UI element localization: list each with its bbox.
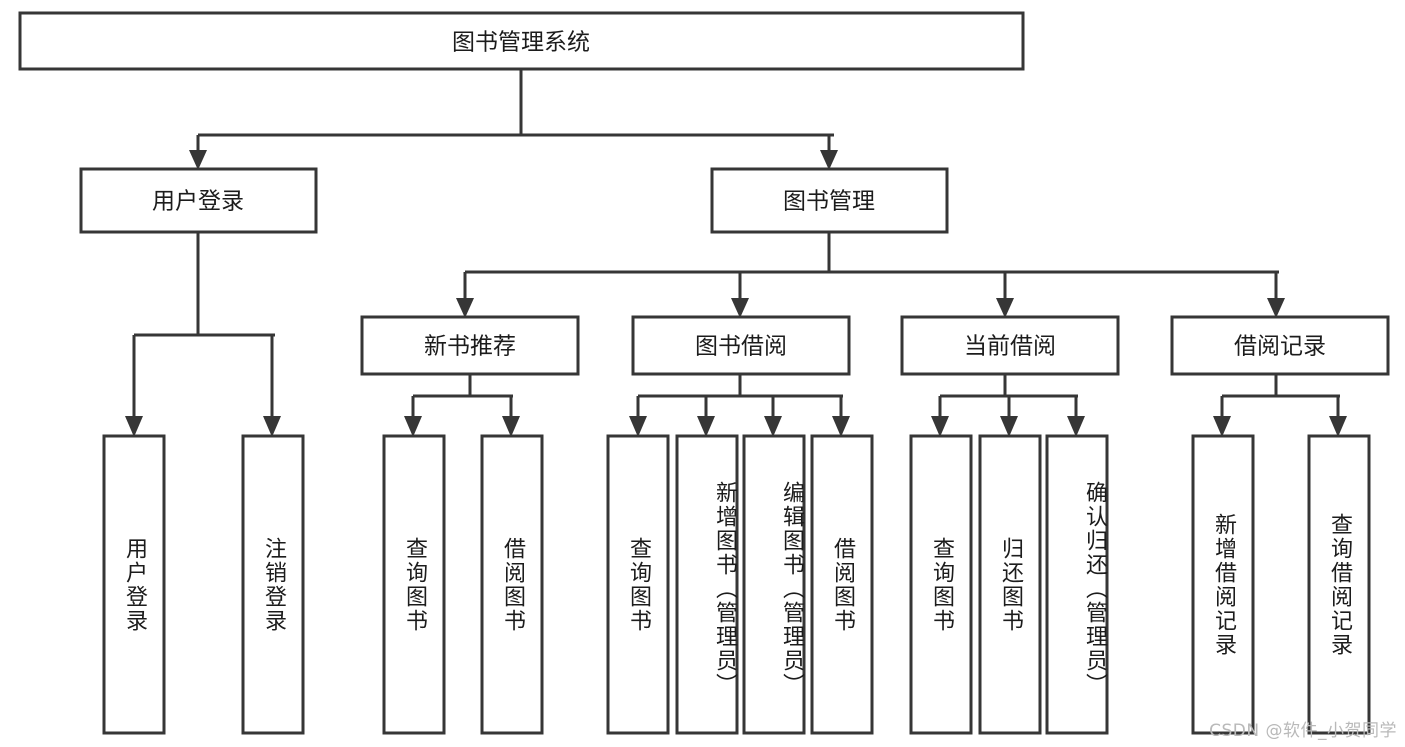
edge-currentborrow-to-leaves <box>931 374 1085 437</box>
edge-userlogin-to-leaves <box>125 232 281 437</box>
node-new-book-recommend[interactable]: 新书推荐 <box>360 315 580 376</box>
node-borrow-record-box[interactable] <box>1170 315 1390 376</box>
node-leaf-confirm-return-box[interactable] <box>1045 434 1109 735</box>
node-leaf-add-record-box[interactable] <box>1191 434 1255 735</box>
node-new-book-recommend-box[interactable] <box>360 315 580 376</box>
node-leaf-borrow-book-2-box[interactable] <box>810 434 874 735</box>
node-leaf-edit-book-box[interactable] <box>742 434 806 735</box>
node-book-borrow-box[interactable] <box>631 315 851 376</box>
node-current-borrow-label: 当前借阅 <box>964 334 1056 360</box>
node-book-borrow[interactable]: 图书借阅 <box>631 315 851 376</box>
node-new-book-recommend-label: 新书推荐 <box>424 334 516 360</box>
node-book-borrow-label: 图书借阅 <box>695 334 787 360</box>
node-leaf-add-book-box[interactable] <box>675 434 739 735</box>
edge-bookmanage-to-level3 <box>456 232 1285 318</box>
node-user-login-box[interactable] <box>79 167 318 234</box>
node-root-label: 图书管理系统 <box>452 30 590 56</box>
node-leaf-query-record-box[interactable] <box>1307 434 1371 735</box>
node-borrow-record-label: 借阅记录 <box>1234 334 1326 360</box>
node-book-manage-label: 图书管理 <box>783 189 875 215</box>
node-current-borrow[interactable]: 当前借阅 <box>900 315 1120 376</box>
node-root-box[interactable] <box>18 11 1025 71</box>
edge-newbook-to-leaves <box>404 374 520 437</box>
node-borrow-record[interactable]: 借阅记录 <box>1170 315 1390 376</box>
node-leaf-user-logout-box[interactable] <box>241 434 305 735</box>
node-leaf-query-book-1-box[interactable] <box>382 434 446 735</box>
edge-borrowrecord-to-leaves <box>1213 374 1347 437</box>
watermark-text: CSDN @软件_小贺同学 <box>1209 721 1397 741</box>
node-leaf-query-book-2-box[interactable] <box>606 434 670 735</box>
node-user-login[interactable]: 用户登录 <box>79 167 318 234</box>
node-leaf-user-login-box[interactable] <box>102 434 166 735</box>
node-current-borrow-box[interactable] <box>900 315 1120 376</box>
node-leaf-query-book-3-box[interactable] <box>909 434 973 735</box>
node-user-login-label: 用户登录 <box>152 189 244 215</box>
edge-bookborrow-to-leaves <box>629 374 850 437</box>
node-book-manage-box[interactable] <box>710 167 949 234</box>
node-leaf-return-book-box[interactable] <box>978 434 1042 735</box>
node-leaf-borrow-book-1-box[interactable] <box>480 434 544 735</box>
edge-root-to-level2 <box>189 70 838 170</box>
node-book-manage[interactable]: 图书管理 <box>710 167 949 234</box>
node-root[interactable]: 图书管理系统 <box>18 11 1025 71</box>
